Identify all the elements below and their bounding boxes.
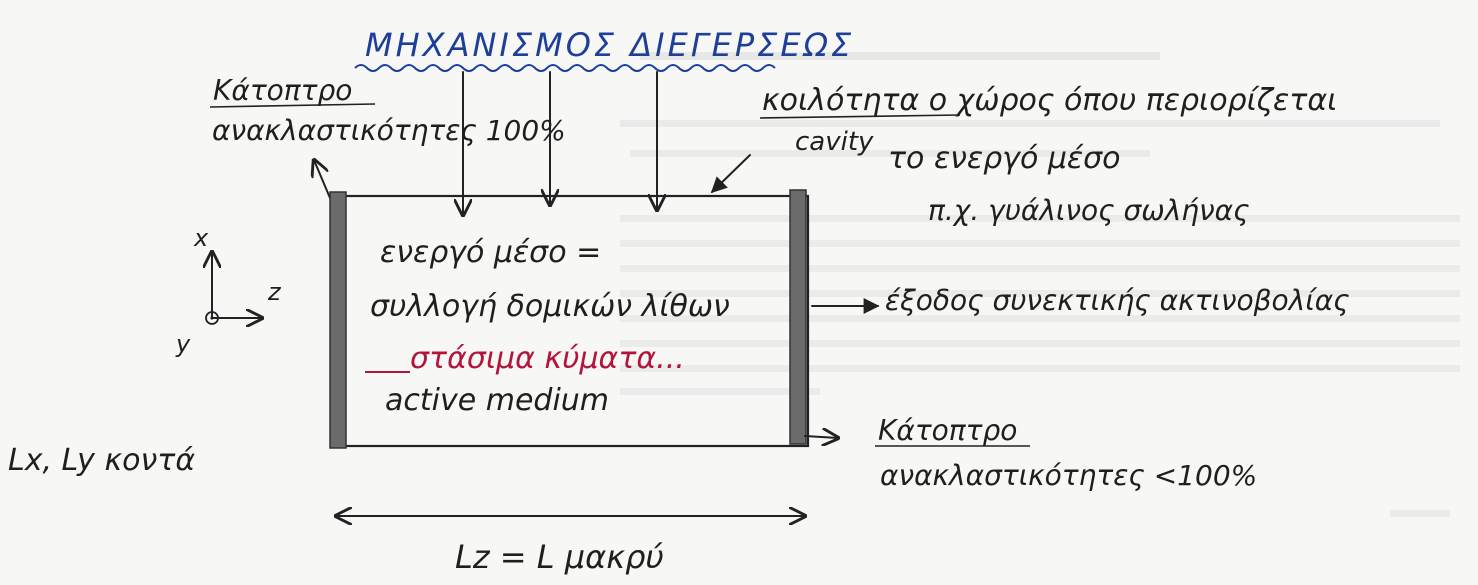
right-mirror-pointer (804, 436, 838, 438)
coordinate-axes: x z y (175, 224, 282, 358)
cavity-english-label: cavity (795, 127, 874, 157)
cavity-medium-line: το ενεργό μέσο (888, 141, 1121, 176)
bleed-through-texture (620, 52, 1460, 517)
cavity-pointer (710, 154, 751, 194)
cavity-underline (759, 114, 961, 119)
medium-line-1: ενεργό μέσο = (380, 235, 601, 270)
left-mirror (329, 191, 347, 449)
cavity-example: π.χ. γυάλινος σωλήνας (928, 194, 1250, 227)
x-axis-label: x (193, 224, 209, 252)
left-mirror-title: Κάτοπτρο (213, 74, 352, 107)
cavity-greek-label: κοιλότητα ο χώρος όπου περιορίζεται (762, 83, 1337, 118)
left-mirror-pointer (314, 160, 331, 199)
left-mirror-title-underline (209, 103, 376, 108)
y-axis-out-of-page (205, 311, 219, 325)
active-medium-label: active medium (385, 383, 609, 418)
z-axis-label: z (267, 278, 282, 306)
transverse-dims-label: Lx, Ly κοντά (8, 443, 195, 478)
medium-line-2: συλλογή δομικών λίθων (370, 289, 730, 324)
left-mirror-reflectivity: ανακλαστικότητες 100% (212, 114, 566, 147)
excitation-label: ΜΗΧΑΝΙΣΜΟΣ ΔΙΕΓΕΡΣΕΩΣ (365, 26, 854, 64)
right-mirror (789, 189, 807, 445)
output-label: έξοδος συνεκτικής ακτινοβολίας (885, 284, 1350, 317)
excitation-underline (354, 64, 776, 72)
standing-waves-label: στάσιμα κύματα... (410, 341, 685, 376)
longitudinal-dim-label: Lz = L μακρύ (455, 538, 664, 576)
y-axis-label: y (175, 330, 191, 358)
right-mirror-reflectivity: ανακλαστικότητες <100% (880, 459, 1257, 492)
right-mirror-title: Κάτοπτρο (878, 414, 1017, 447)
